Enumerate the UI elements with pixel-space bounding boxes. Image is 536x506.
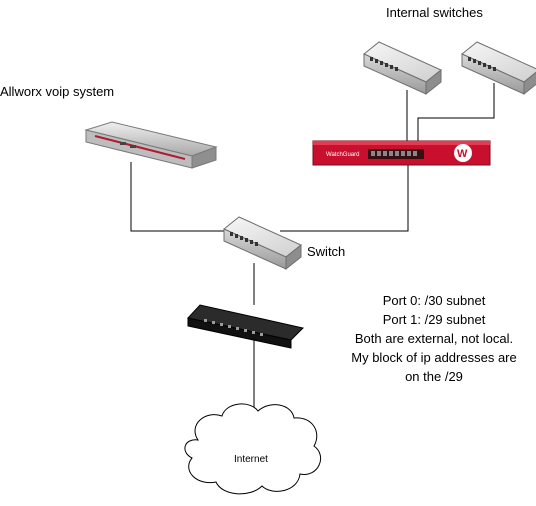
internal-switches-label: Internal switches <box>386 5 483 20</box>
note-line: Both are external, not local. <box>354 331 514 346</box>
firewall-appliance-icon: WatchGuard W <box>312 140 491 166</box>
link-voip-to-switch <box>130 162 234 232</box>
voip-appliance-icon <box>84 121 218 169</box>
subnet-note: Port 0: /30 subnet Port 1: /29 subnet Bo… <box>336 291 532 386</box>
note-line: Port 0: /30 subnet <box>382 293 486 308</box>
note-line: Port 1: /29 subnet <box>382 312 486 327</box>
switch-label: Switch <box>307 244 346 259</box>
svg-text:W: W <box>457 148 468 160</box>
internal-switch-1-icon <box>363 41 442 95</box>
internet-label: Internet <box>234 454 268 465</box>
rack-router-icon <box>187 304 304 349</box>
note-line: on the /29 <box>405 369 463 384</box>
link-internal-switch-2 <box>417 83 495 144</box>
cloud-icon: Internet <box>184 403 321 495</box>
switch-icon <box>223 216 302 270</box>
link-switch-to-firewall <box>280 162 409 232</box>
note-line: My block of ip addresses are <box>351 350 517 365</box>
voip-system-label: Allworx voip system <box>0 84 115 99</box>
svg-text:WatchGuard: WatchGuard <box>326 152 359 158</box>
connection-lines <box>130 83 495 413</box>
internal-switch-2-icon <box>461 41 536 95</box>
